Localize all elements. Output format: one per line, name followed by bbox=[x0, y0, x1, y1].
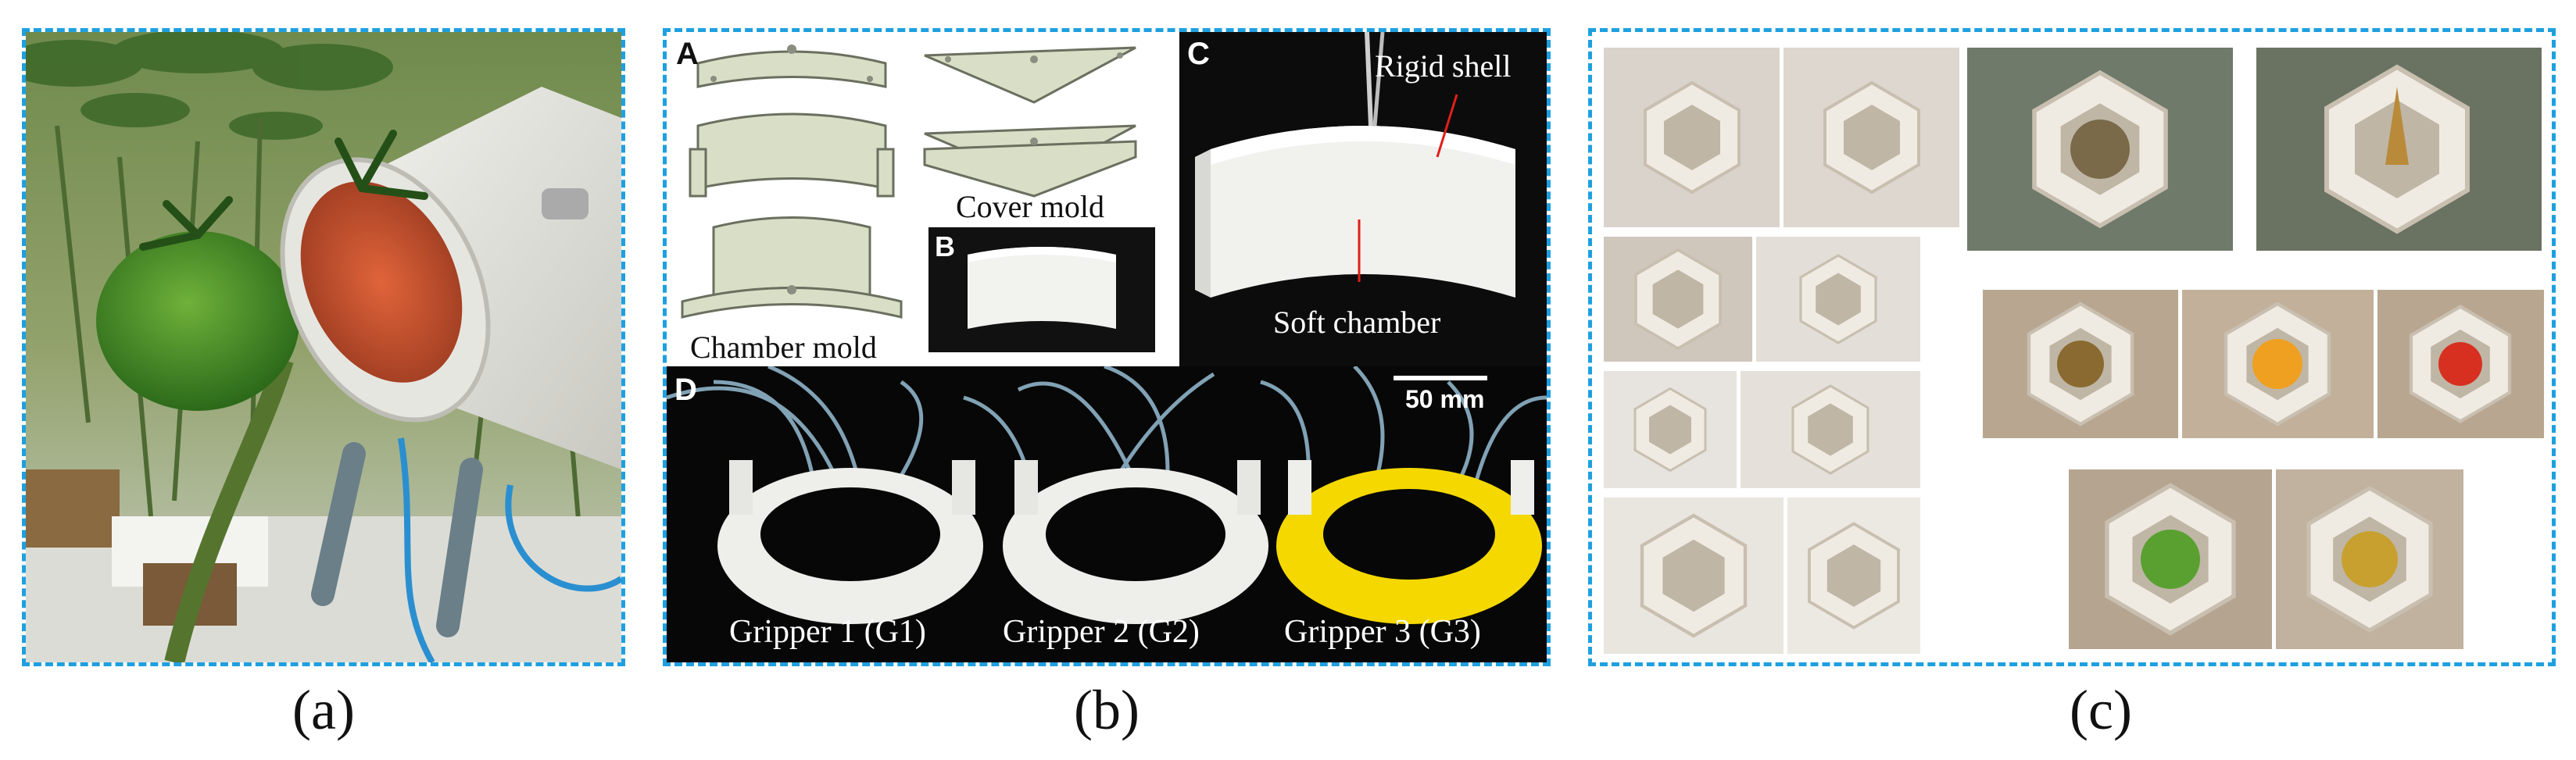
sub-label-d: D bbox=[674, 373, 697, 407]
soft-chamber-label: Soft chamber bbox=[1273, 305, 1441, 340]
scale-bar-label: 50 mm bbox=[1405, 385, 1485, 413]
red-tomato bbox=[300, 181, 463, 383]
panel-b: A Chamber mold Cover mold B C Rigid shel… bbox=[663, 28, 1551, 666]
panel-c bbox=[1588, 28, 2556, 666]
caption-c: (c) bbox=[2070, 679, 2132, 741]
gripper-1 bbox=[717, 460, 983, 624]
gripper-2 bbox=[1003, 460, 1268, 624]
caption-b: (b) bbox=[1074, 679, 1140, 741]
scale-bar-line bbox=[1394, 376, 1487, 380]
sub-label-a: A bbox=[676, 37, 699, 71]
tomato-gripper-photo bbox=[26, 32, 621, 662]
assembly-tiles bbox=[1604, 48, 1959, 654]
panel-a bbox=[22, 28, 625, 666]
cover-mold-label: Cover mold bbox=[956, 189, 1104, 224]
sub-label-c: C bbox=[1187, 37, 1210, 71]
gripper-1-label: Gripper 1 (G1) bbox=[729, 614, 926, 650]
hexagonal-gripper-photo-grid bbox=[1604, 48, 2544, 654]
gripper-3-label: Gripper 3 (G3) bbox=[1284, 614, 1481, 650]
rigid-shell-photo: C Rigid shell Soft chamber bbox=[1179, 32, 1547, 366]
grippers-photo: D 50 mm Gripper 1 (G1) Gripper 2 (G2) Gr… bbox=[667, 366, 1547, 662]
gripper-2-label: Gripper 2 (G2) bbox=[1003, 614, 1200, 650]
green-tomato bbox=[96, 231, 299, 411]
chamber-mold-label: Chamber mold bbox=[690, 330, 877, 365]
soft-chamber-photo: B bbox=[928, 227, 1155, 352]
grasp-photos bbox=[1967, 48, 2544, 649]
gripper-tube bbox=[280, 87, 621, 469]
caption-a: (a) bbox=[292, 679, 355, 741]
rigid-shell-label: Rigid shell bbox=[1375, 48, 1512, 84]
gripper-3 bbox=[1276, 460, 1542, 624]
sub-label-b: B bbox=[935, 230, 955, 262]
foliage bbox=[26, 32, 393, 140]
